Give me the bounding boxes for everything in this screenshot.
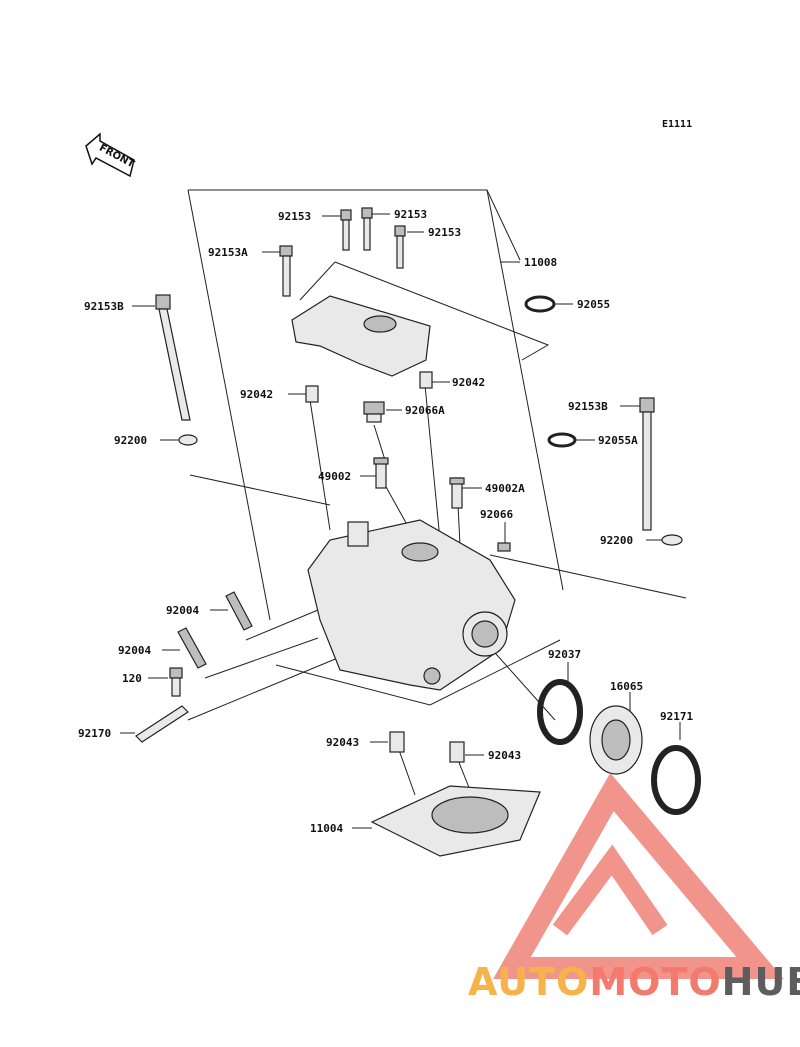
camshaft-cap-11008 xyxy=(291,295,431,377)
plug-92066A xyxy=(363,401,385,423)
part-labels: 92153 92153 92153 92153A 11008 92153B 92… xyxy=(78,208,693,835)
label-92200-left: 92200 xyxy=(114,434,147,447)
clamp-92037 xyxy=(537,679,583,745)
dowel-92043-left xyxy=(389,731,405,753)
label-92153B-left: 92153B xyxy=(84,300,124,313)
label-92042-left: 92042 xyxy=(240,388,273,401)
watermark-text: AUTOMOTOHUB xyxy=(468,960,800,1004)
dowel-92042-left xyxy=(305,385,319,403)
bolt-92153A xyxy=(279,245,293,297)
bracket-92170 xyxy=(135,705,189,743)
reference-lines xyxy=(187,189,687,796)
guide-49002 xyxy=(373,457,389,489)
stud-92004-upper xyxy=(225,591,253,631)
diagram-code: E1111 xyxy=(662,119,693,130)
label-11008: 11008 xyxy=(524,256,557,269)
label-92066A: 92066A xyxy=(405,404,445,417)
label-92153-c: 92153 xyxy=(428,226,461,239)
leader-lines xyxy=(120,213,681,829)
label-92043-left: 92043 xyxy=(326,736,359,749)
bolt-120 xyxy=(169,667,183,697)
oring-92055 xyxy=(524,295,556,313)
stud-92004-lower xyxy=(177,627,207,669)
label-92153-b: 92153 xyxy=(394,208,427,221)
front-arrow-icon: FRONT xyxy=(85,132,136,178)
guide-49002A xyxy=(449,477,465,509)
bolt-92153-b xyxy=(361,207,373,251)
watermark-auto: AUTO xyxy=(468,960,590,1004)
washer-92200-right xyxy=(661,534,683,546)
label-49002: 49002 xyxy=(318,470,351,483)
clamp-92171 xyxy=(651,745,701,815)
oring-92055A xyxy=(547,432,577,448)
label-92004-lower: 92004 xyxy=(118,644,151,657)
label-92042-right: 92042 xyxy=(452,376,485,389)
label-92153A: 92153A xyxy=(208,246,248,259)
gasket-11004 xyxy=(370,785,541,857)
label-120: 120 xyxy=(122,672,142,685)
label-92200-right: 92200 xyxy=(600,534,633,547)
label-92153B-right: 92153B xyxy=(568,400,608,413)
label-92043-right: 92043 xyxy=(488,749,521,762)
washer-92200-left xyxy=(178,434,198,446)
bolt-92153B-left xyxy=(155,294,191,421)
intake-boot-16065 xyxy=(589,705,643,775)
label-92055A: 92055A xyxy=(598,434,638,447)
label-92037: 92037 xyxy=(548,648,581,661)
label-92004-upper: 92004 xyxy=(166,604,199,617)
bolt-92153B-right xyxy=(639,397,655,531)
label-92171: 92171 xyxy=(660,710,693,723)
label-16065: 16065 xyxy=(610,680,643,693)
watermark-hub: HUB xyxy=(721,960,800,1004)
dowel-92042-right xyxy=(419,371,433,389)
plug-92066 xyxy=(497,542,511,552)
cylinder-head xyxy=(307,519,516,691)
label-49002A: 49002A xyxy=(485,482,525,495)
label-92153-a: 92153 xyxy=(278,210,311,223)
label-92055: 92055 xyxy=(577,298,610,311)
dowel-92043-right xyxy=(449,741,465,763)
label-92066: 92066 xyxy=(480,508,513,521)
label-92170: 92170 xyxy=(78,727,111,740)
label-11004: 11004 xyxy=(310,822,343,835)
watermark-logo xyxy=(493,772,784,979)
watermark-moto: MOTO xyxy=(589,960,722,1004)
bolt-92153-a xyxy=(340,209,352,251)
bolt-92153-c xyxy=(394,225,406,269)
